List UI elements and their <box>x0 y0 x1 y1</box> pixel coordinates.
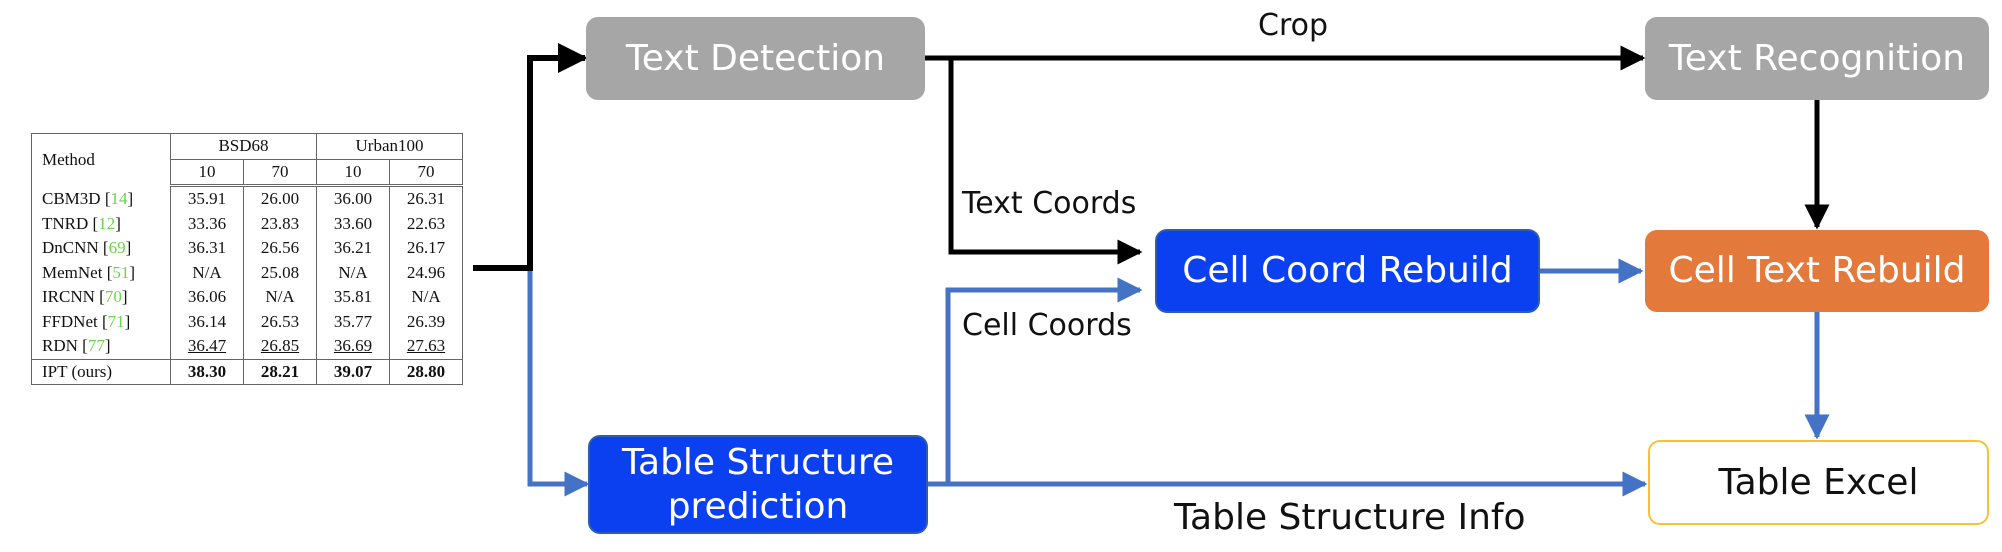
table-row: CBM3D [14] 35.91 26.00 36.00 26.31 <box>31 185 463 212</box>
method-cell: IPT (ours) <box>31 358 171 385</box>
value-cell: 24.96 <box>389 260 463 285</box>
method-name: TNRD <box>42 213 89 233</box>
citation-ref: 71 <box>107 311 125 331</box>
value-cell: 26.56 <box>243 236 317 261</box>
group-header-bsd68: BSD68 <box>170 133 317 160</box>
value-cell: 26.00 <box>243 185 317 212</box>
table-row: IPT (ours) 38.30 28.21 39.07 28.80 <box>31 358 463 385</box>
value-cell: 28.21 <box>243 358 317 385</box>
value-cell: 38.30 <box>170 358 244 385</box>
table-row: FFDNet [71] 36.14 26.53 35.77 26.39 <box>31 309 463 334</box>
value-cell: 36.69 <box>316 334 390 359</box>
sub-header: 10 <box>316 159 390 187</box>
value-cell: 39.07 <box>316 358 390 385</box>
crop-label: Crop <box>1258 8 1329 43</box>
value-cell: 35.77 <box>316 309 390 334</box>
value-cell: 25.08 <box>243 260 317 285</box>
value-cell: N/A <box>316 260 390 285</box>
value-cell: N/A <box>170 260 244 285</box>
sub-header: 70 <box>243 159 317 187</box>
value-cell: N/A <box>243 285 317 310</box>
value-cell: 36.21 <box>316 236 390 261</box>
citation-ref: 70 <box>104 287 122 307</box>
group-header-urban100: Urban100 <box>316 133 463 160</box>
method-name: CBM3D <box>42 188 101 208</box>
method-cell: IRCNN [70] <box>31 285 171 310</box>
text-detection-node: Text Detection <box>586 17 925 100</box>
value-cell: N/A <box>389 285 463 310</box>
method-cell: DnCNN [69] <box>31 236 171 261</box>
value-cell: 36.14 <box>170 309 244 334</box>
method-name: DnCNN <box>42 238 99 258</box>
table-excel-node: Table Excel <box>1648 440 1989 525</box>
cell-coords-label: Cell Coords <box>962 308 1132 343</box>
citation-ref: 14 <box>110 188 128 208</box>
method-cell: MemNet [51] <box>31 260 171 285</box>
value-cell: 36.31 <box>170 236 244 261</box>
value-cell: 35.81 <box>316 285 390 310</box>
arrow-detection-to-cellcoord <box>948 58 1143 265</box>
method-name: FFDNet <box>42 311 98 331</box>
table-row: MemNet [51] N/A 25.08 N/A 24.96 <box>31 260 463 285</box>
citation-ref: 77 <box>87 336 105 356</box>
citation-ref: 69 <box>108 238 126 258</box>
input-table: Method BSD68 Urban100 10 70 10 70 CBM3D … <box>31 133 463 385</box>
value-cell: 36.47 <box>170 334 244 359</box>
value-cell: 26.31 <box>389 185 463 212</box>
table-row: RDN [77] 36.47 26.85 36.69 27.63 <box>31 334 463 359</box>
value-cell: 33.60 <box>316 211 390 236</box>
table-structure-prediction-node: Table Structure prediction <box>588 435 928 534</box>
table-row: DnCNN [69] 36.31 26.56 36.21 26.17 <box>31 236 463 261</box>
arrow-structure-to-cellcoord <box>945 277 1143 484</box>
value-cell: 36.00 <box>316 185 390 212</box>
value-cell: 27.63 <box>389 334 463 359</box>
method-cell: TNRD [12] <box>31 211 171 236</box>
table-structure-line2: prediction <box>667 485 849 527</box>
sub-header: 70 <box>389 159 463 187</box>
value-cell: 26.85 <box>243 334 317 359</box>
value-cell: 22.63 <box>389 211 463 236</box>
value-cell: 23.83 <box>243 211 317 236</box>
citation-ref: 12 <box>98 213 116 233</box>
text-recognition-node: Text Recognition <box>1645 17 1989 100</box>
method-cell: FFDNet [71] <box>31 309 171 334</box>
method-name: RDN <box>42 336 78 356</box>
cell-coord-rebuild-node: Cell Coord Rebuild <box>1155 229 1540 313</box>
citation-ref: 51 <box>112 262 130 282</box>
method-name: MemNet <box>42 262 103 282</box>
table-structure-line1: Table Structure <box>621 442 894 484</box>
value-cell: 26.39 <box>389 309 463 334</box>
table-row: IRCNN [70] 36.06 N/A 35.81 N/A <box>31 285 463 310</box>
arrow-input-to-structure <box>527 268 590 497</box>
method-cell: RDN [77] <box>31 334 171 359</box>
method-name: IRCNN <box>42 287 95 307</box>
value-cell: 26.17 <box>389 236 463 261</box>
value-cell: 36.06 <box>170 285 244 310</box>
table-structure-info-label: Table Structure Info <box>1174 497 1526 538</box>
value-cell: 26.53 <box>243 309 317 334</box>
text-coords-label: Text Coords <box>962 186 1137 221</box>
table-row: TNRD [12] 33.36 23.83 33.60 22.63 <box>31 211 463 236</box>
cell-text-rebuild-node: Cell Text Rebuild <box>1645 230 1989 312</box>
value-cell: 28.80 <box>389 358 463 385</box>
arrow-input-to-detection <box>473 43 588 271</box>
value-cell: 33.36 <box>170 211 244 236</box>
sub-header: 10 <box>170 159 244 187</box>
method-header: Method <box>31 133 171 186</box>
method-cell: CBM3D [14] <box>31 185 171 212</box>
value-cell: 35.91 <box>170 185 244 212</box>
